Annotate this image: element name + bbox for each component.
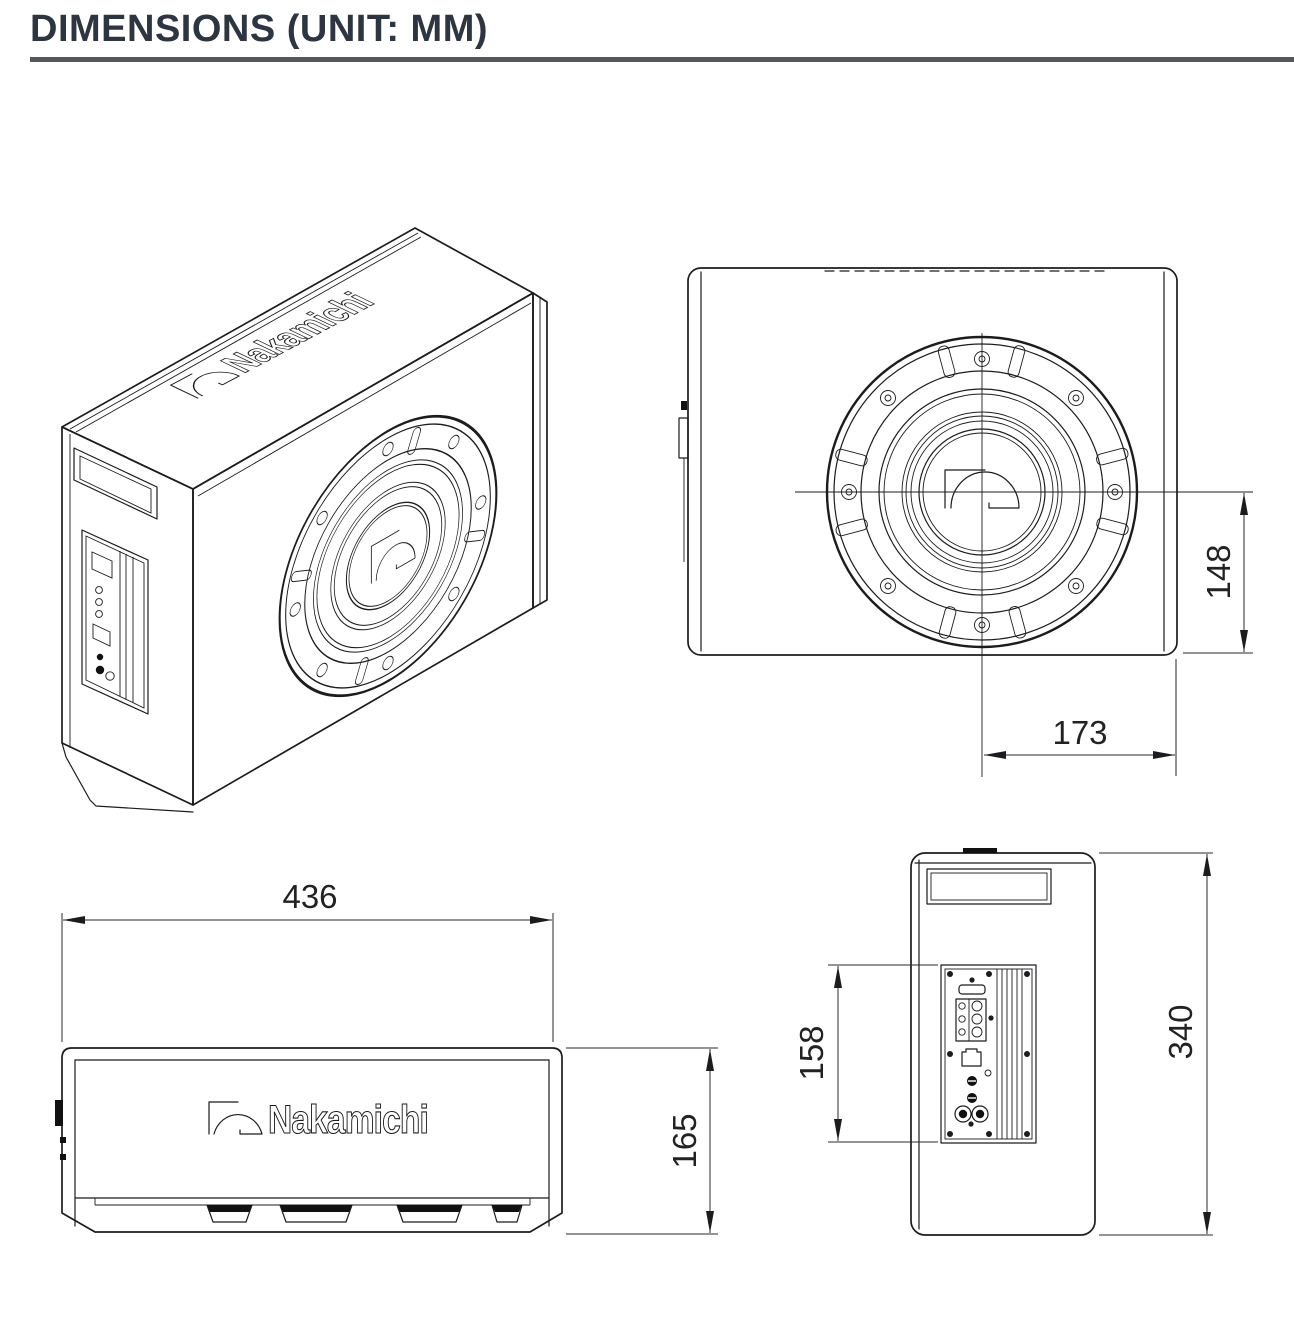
side-logo: Nakamichi: [208, 1097, 430, 1143]
dimension-side-height: 165: [566, 1047, 718, 1235]
dim-148-label: 148: [1200, 544, 1237, 599]
rear-top-grip: [963, 848, 997, 853]
iso-handle-slot: [73, 447, 158, 520]
trim-ring-tabs: [835, 345, 1129, 639]
front-view: 148 173: [678, 267, 1253, 777]
power-terminal-block: [955, 998, 987, 1042]
iso-top-logo: Nakamichi: [170, 288, 384, 399]
amplifier-panel: [940, 964, 1037, 1144]
dimension-front-center-to-edge: 173: [984, 659, 1177, 776]
nakamichi-glyph-icon: [208, 1101, 263, 1135]
nakamichi-logo-text: Nakamichi: [212, 288, 384, 377]
nakamichi-glyph-icon: [370, 529, 416, 584]
dim-173-label: 173: [1052, 714, 1107, 751]
dim-158-label: 158: [793, 1025, 830, 1080]
dimension-rear-total-height: 340: [1099, 852, 1213, 1236]
panel-screws: [947, 971, 1030, 1137]
control-port: [961, 1048, 982, 1067]
side-view: Nakamichi 436 165: [55, 878, 718, 1235]
fuse-slot: [958, 984, 986, 995]
rear-view: 158 340: [793, 848, 1213, 1236]
iso-speaker-bolts: [289, 434, 487, 678]
front-speaker: [825, 335, 1139, 649]
side-edge-fitting: [55, 1100, 66, 1160]
speaker-bolts: [841, 351, 1123, 633]
dim-340-label: 340: [1162, 1004, 1199, 1059]
iso-amplifier-panel: [81, 529, 149, 715]
rca-jacks: [954, 1105, 989, 1127]
dim-165-label: 165: [666, 1113, 703, 1168]
page-title: DIMENSIONS (UNIT: MM): [30, 8, 489, 50]
side-base-and-feet: [74, 1197, 550, 1223]
nakamichi-logo-text: Nakamichi: [268, 1098, 428, 1142]
iso-speaker: [278, 414, 498, 698]
front-side-fitting: [678, 401, 689, 562]
dimension-rear-panel-height: 158: [793, 964, 938, 1143]
dimension-side-width: 436: [61, 878, 554, 1042]
panel-connectors: [954, 977, 994, 1127]
isometric-view: Nakamichi: [61, 227, 548, 813]
dim-436-label: 436: [282, 878, 337, 915]
nakamichi-glyph-icon: [170, 371, 240, 399]
title-rule: [30, 57, 1294, 62]
dimension-front-height: 148: [1183, 493, 1253, 654]
heatsink-fins: [996, 969, 1023, 1139]
nakamichi-glyph-icon: [944, 469, 1020, 509]
rear-handle-slot: [926, 868, 1052, 905]
